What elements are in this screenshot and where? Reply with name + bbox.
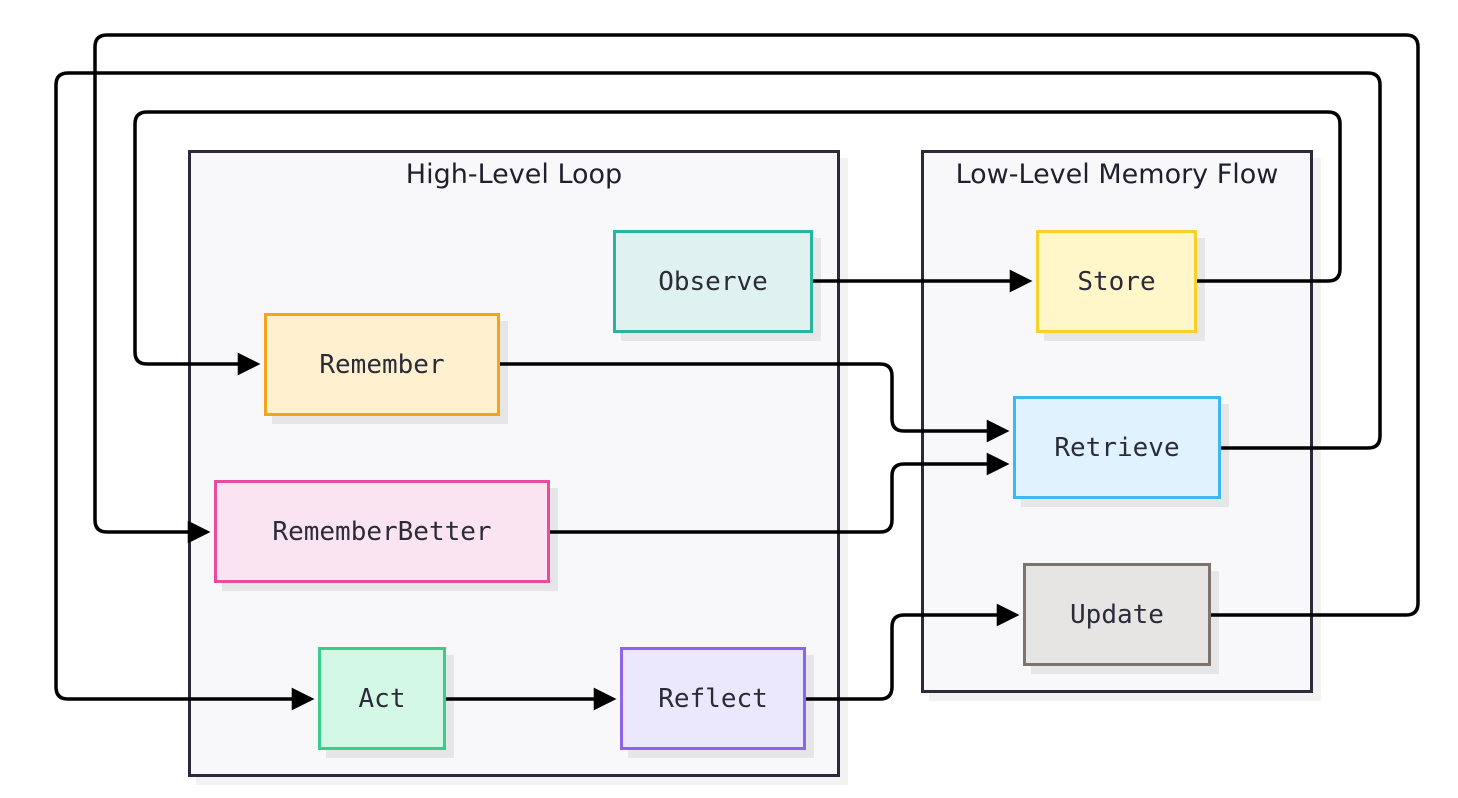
edge-store-to-remember — [133, 110, 1342, 376]
edge-retrieve-to-act — [54, 71, 1382, 711]
edge-remember-to-retrieve — [500, 362, 1010, 443]
node-store[interactable]: Store — [1036, 230, 1197, 333]
node-reflect[interactable]: Reflect — [620, 647, 806, 750]
edge-reflect-to-update — [806, 603, 1020, 701]
node-observe[interactable]: Observe — [613, 230, 813, 333]
edge-update-to-remember-better — [93, 33, 1420, 617]
node-act[interactable]: Act — [318, 647, 446, 750]
high-level-loop-title: High-Level Loop — [405, 159, 623, 190]
node-retrieve[interactable]: Retrieve — [1013, 396, 1221, 499]
node-remember-better[interactable]: RememberBetter — [214, 480, 550, 583]
edge-remember-better-to-retrieve — [550, 452, 1010, 534]
node-update[interactable]: Update — [1023, 563, 1211, 666]
node-remember[interactable]: Remember — [264, 313, 500, 416]
low-level-memory-flow-title: Low-Level Memory Flow — [955, 159, 1279, 190]
